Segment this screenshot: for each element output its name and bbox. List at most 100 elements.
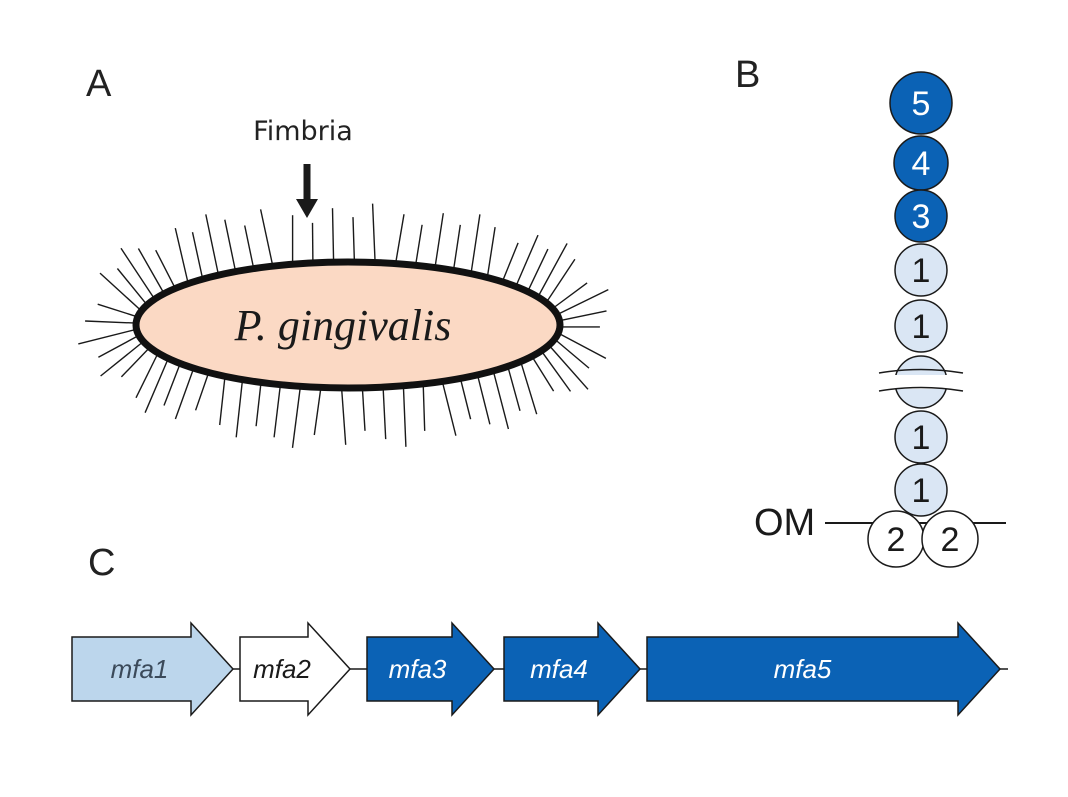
gene-label: mfa1 xyxy=(111,654,169,684)
subunit: 1 xyxy=(894,463,948,517)
fimbria-hair xyxy=(219,376,226,426)
anchor-circle xyxy=(921,510,979,568)
fimbria-hair xyxy=(441,381,457,436)
fimbriae-hairs xyxy=(78,203,609,448)
anchor-subunit: 2 xyxy=(921,510,979,568)
fimbria-stalk: 5 4 3 1 1 1 1 xyxy=(878,71,964,517)
fimbria-hair xyxy=(163,363,181,406)
gene-arrow-mfa5: mfa5 xyxy=(646,621,1002,717)
subunit-circle-light xyxy=(894,243,948,297)
fimbria-hair xyxy=(98,334,140,358)
gene-arrow-shape xyxy=(646,621,1002,717)
subunit-circle-dark xyxy=(894,189,948,243)
fimbria-hair xyxy=(155,249,176,289)
fimbria-hair xyxy=(531,356,555,392)
chain-break-mark xyxy=(878,368,964,392)
fimbria-hair xyxy=(520,361,538,415)
subunit-number: 3 xyxy=(912,198,931,236)
fimbria-hair xyxy=(470,214,481,274)
fimbria-hair xyxy=(244,225,255,269)
subunit-number: 1 xyxy=(912,308,931,346)
fimbria-hair xyxy=(486,226,496,278)
fimbria-hair xyxy=(515,234,539,287)
gene-label: mfa5 xyxy=(774,654,832,684)
fimbria-hair xyxy=(116,268,148,306)
mfa-gene-cluster: mfa1 mfa2 mfa3 mfa4 mfa5 xyxy=(71,621,1002,717)
fimbria-hair xyxy=(434,213,444,268)
subunit-number: 5 xyxy=(912,85,931,123)
om-label: OM xyxy=(754,502,815,544)
fimbria-hair xyxy=(137,248,165,294)
gene-arrow-mfa1: mfa1 xyxy=(71,621,235,717)
fimbria-hair xyxy=(235,379,244,438)
fimbria-hair xyxy=(352,217,356,263)
fimbria-hair xyxy=(557,332,607,360)
fimbria-hair xyxy=(492,370,510,430)
fimbria-label: Fimbria xyxy=(253,116,353,147)
panel-label-b: B xyxy=(735,54,760,96)
gene-arrow-shape xyxy=(239,621,352,717)
anchor-number: 2 xyxy=(887,521,906,559)
gene-arrow-mfa4: mfa4 xyxy=(503,621,642,717)
fimbria-hair xyxy=(259,209,274,267)
panel-label-a: A xyxy=(86,63,112,105)
subunit-circle-light xyxy=(894,410,948,464)
fimbria-hair xyxy=(548,344,589,390)
panel-label-c: C xyxy=(88,542,115,584)
gene-arrow-shape xyxy=(366,621,496,717)
fimbria-hair xyxy=(537,243,568,298)
fimbria-hair xyxy=(414,224,423,266)
subunit-number: 1 xyxy=(912,472,931,510)
subunit-number: 4 xyxy=(912,145,931,183)
fimbria-hair xyxy=(191,232,204,280)
fimbria-arrow xyxy=(296,164,318,218)
fimbria-hair xyxy=(527,248,549,292)
gene-arrow-shape xyxy=(503,621,642,717)
subunit: 3 xyxy=(894,189,948,243)
fimbria-hair xyxy=(99,272,142,312)
fimbria-hair xyxy=(540,350,572,392)
fimbria-hair xyxy=(120,346,151,378)
fimbria-hair xyxy=(135,352,159,399)
bacterium-cell-body xyxy=(132,258,564,392)
fimbria-hair xyxy=(273,384,282,438)
fimbria-hair xyxy=(545,258,576,303)
subunit xyxy=(878,355,964,409)
fimbria-hair xyxy=(371,203,376,263)
subunit: 4 xyxy=(893,135,949,191)
fimbria-hair xyxy=(78,328,137,345)
species-label: P. gingivalis xyxy=(234,301,452,350)
gene-label: mfa4 xyxy=(530,654,588,684)
fimbria-hair xyxy=(394,214,405,264)
fimbria-hair xyxy=(382,387,387,440)
gene-arrow-mfa3: mfa3 xyxy=(366,621,496,717)
fimbria-hair xyxy=(476,374,491,425)
subunit: 1 xyxy=(894,299,948,353)
fimbria-hair xyxy=(556,288,609,316)
gene-arrow-shape xyxy=(71,621,235,717)
subunit-circle-light xyxy=(894,463,948,517)
fimbria-hair xyxy=(361,387,366,431)
fimbria-hair xyxy=(205,214,220,276)
gene-label: mfa2 xyxy=(253,654,311,684)
fimbria-hair xyxy=(452,224,461,271)
fimbria-hair xyxy=(559,310,607,322)
fimbria-hair xyxy=(422,383,426,431)
gene-label: mfa3 xyxy=(389,654,447,684)
fimbria-hair xyxy=(501,242,519,283)
fimbria-hair xyxy=(97,303,138,318)
subunit: 1 xyxy=(894,410,948,464)
fimbria-hair xyxy=(459,378,472,420)
fimbria-hair xyxy=(174,227,189,284)
fimbria-hair xyxy=(291,386,302,448)
fimbria-hair xyxy=(85,320,137,324)
subunit: 1 xyxy=(894,243,948,297)
fimbria-hair xyxy=(313,387,322,436)
fimbria-hair xyxy=(120,247,156,300)
fimbria-hair xyxy=(507,366,521,411)
subunit-circle-dark xyxy=(889,71,953,135)
fimbria-hair xyxy=(331,208,335,263)
fimbria-hair xyxy=(255,382,262,427)
